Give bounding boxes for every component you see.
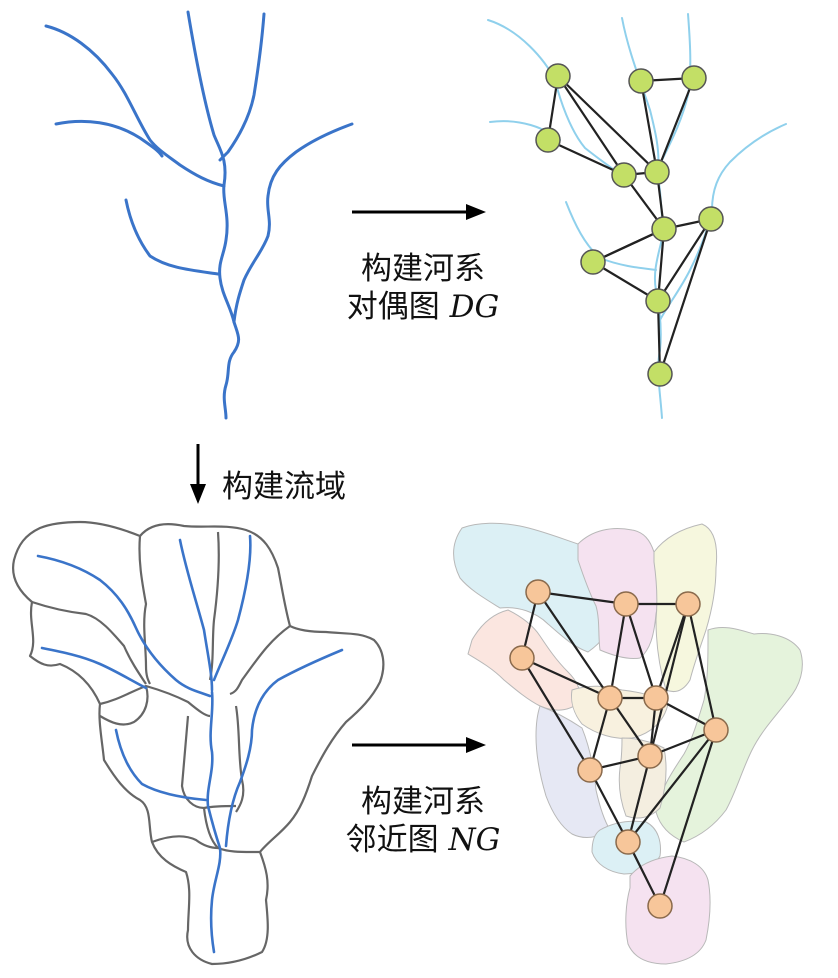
- dual-graph-label-text: 对偶图: [346, 289, 440, 325]
- river-main-stem: [186, 10, 241, 420]
- neighbor-graph-label-text: 邻近图: [345, 822, 439, 858]
- dg-node: [580, 249, 606, 275]
- dg-node: [644, 159, 670, 185]
- watershed-panel: [12, 520, 385, 966]
- neighbor-graph-panel: [453, 522, 803, 965]
- basin-outline-outer: [12, 520, 385, 966]
- dg-edges: [546, 74, 713, 376]
- river-network-panel: [44, 10, 354, 420]
- arrow-right-top: [352, 204, 486, 220]
- ng-node: [703, 717, 729, 743]
- neighbor-graph-label-line2: 邻近图 NG: [338, 821, 508, 859]
- dg-node: [628, 68, 654, 94]
- ng-node: [675, 591, 701, 617]
- neighbor-graph-symbol: NG: [448, 822, 501, 858]
- arrow-down: [190, 444, 206, 504]
- river-branch-1: [44, 24, 226, 188]
- basin-rivers: [36, 534, 344, 954]
- river-branch-5: [124, 198, 220, 276]
- neighbor-graph-label-line1: 构建河系: [361, 784, 485, 820]
- ng-node: [637, 743, 663, 769]
- basin-outlines: [12, 520, 385, 966]
- arrows: [190, 204, 486, 753]
- dg-node: [545, 63, 571, 89]
- dg-node: [647, 361, 673, 387]
- dg-node: [651, 216, 677, 242]
- ng-node: [613, 591, 639, 617]
- neighbor-graph-label: 构建河系 邻近图 NG: [338, 783, 508, 859]
- dual-graph-label-line1: 构建河系: [361, 251, 485, 287]
- river-branch-4: [232, 122, 354, 324]
- colored-subbasins: [453, 522, 803, 965]
- dual-graph-label: 构建河系 对偶图 DG: [338, 250, 508, 326]
- ng-node: [509, 645, 535, 671]
- subbasin: [655, 627, 803, 843]
- ng-nodes: [509, 579, 729, 919]
- watershed-label: 构建流域: [222, 469, 346, 505]
- ng-node: [643, 685, 669, 711]
- dual-graph-label-line2: 对偶图 DG: [338, 288, 508, 326]
- river-branch-3: [218, 12, 266, 162]
- dg-node: [681, 65, 707, 91]
- dg-nodes: [535, 63, 724, 387]
- ng-node: [615, 829, 641, 855]
- dg-node: [611, 162, 637, 188]
- ng-node: [525, 579, 551, 605]
- river-branch-2: [54, 119, 164, 158]
- ng-node: [647, 893, 673, 919]
- arrow-right-bottom: [352, 737, 486, 753]
- ng-node: [577, 757, 603, 783]
- dg-node: [645, 288, 671, 314]
- dual-graph-symbol: DG: [449, 289, 500, 325]
- subbasin: [535, 705, 611, 838]
- dual-graph-panel: [487, 13, 787, 419]
- ng-node: [597, 685, 623, 711]
- subbasin: [577, 528, 659, 659]
- dg-node: [535, 127, 561, 153]
- dg-node: [698, 206, 724, 232]
